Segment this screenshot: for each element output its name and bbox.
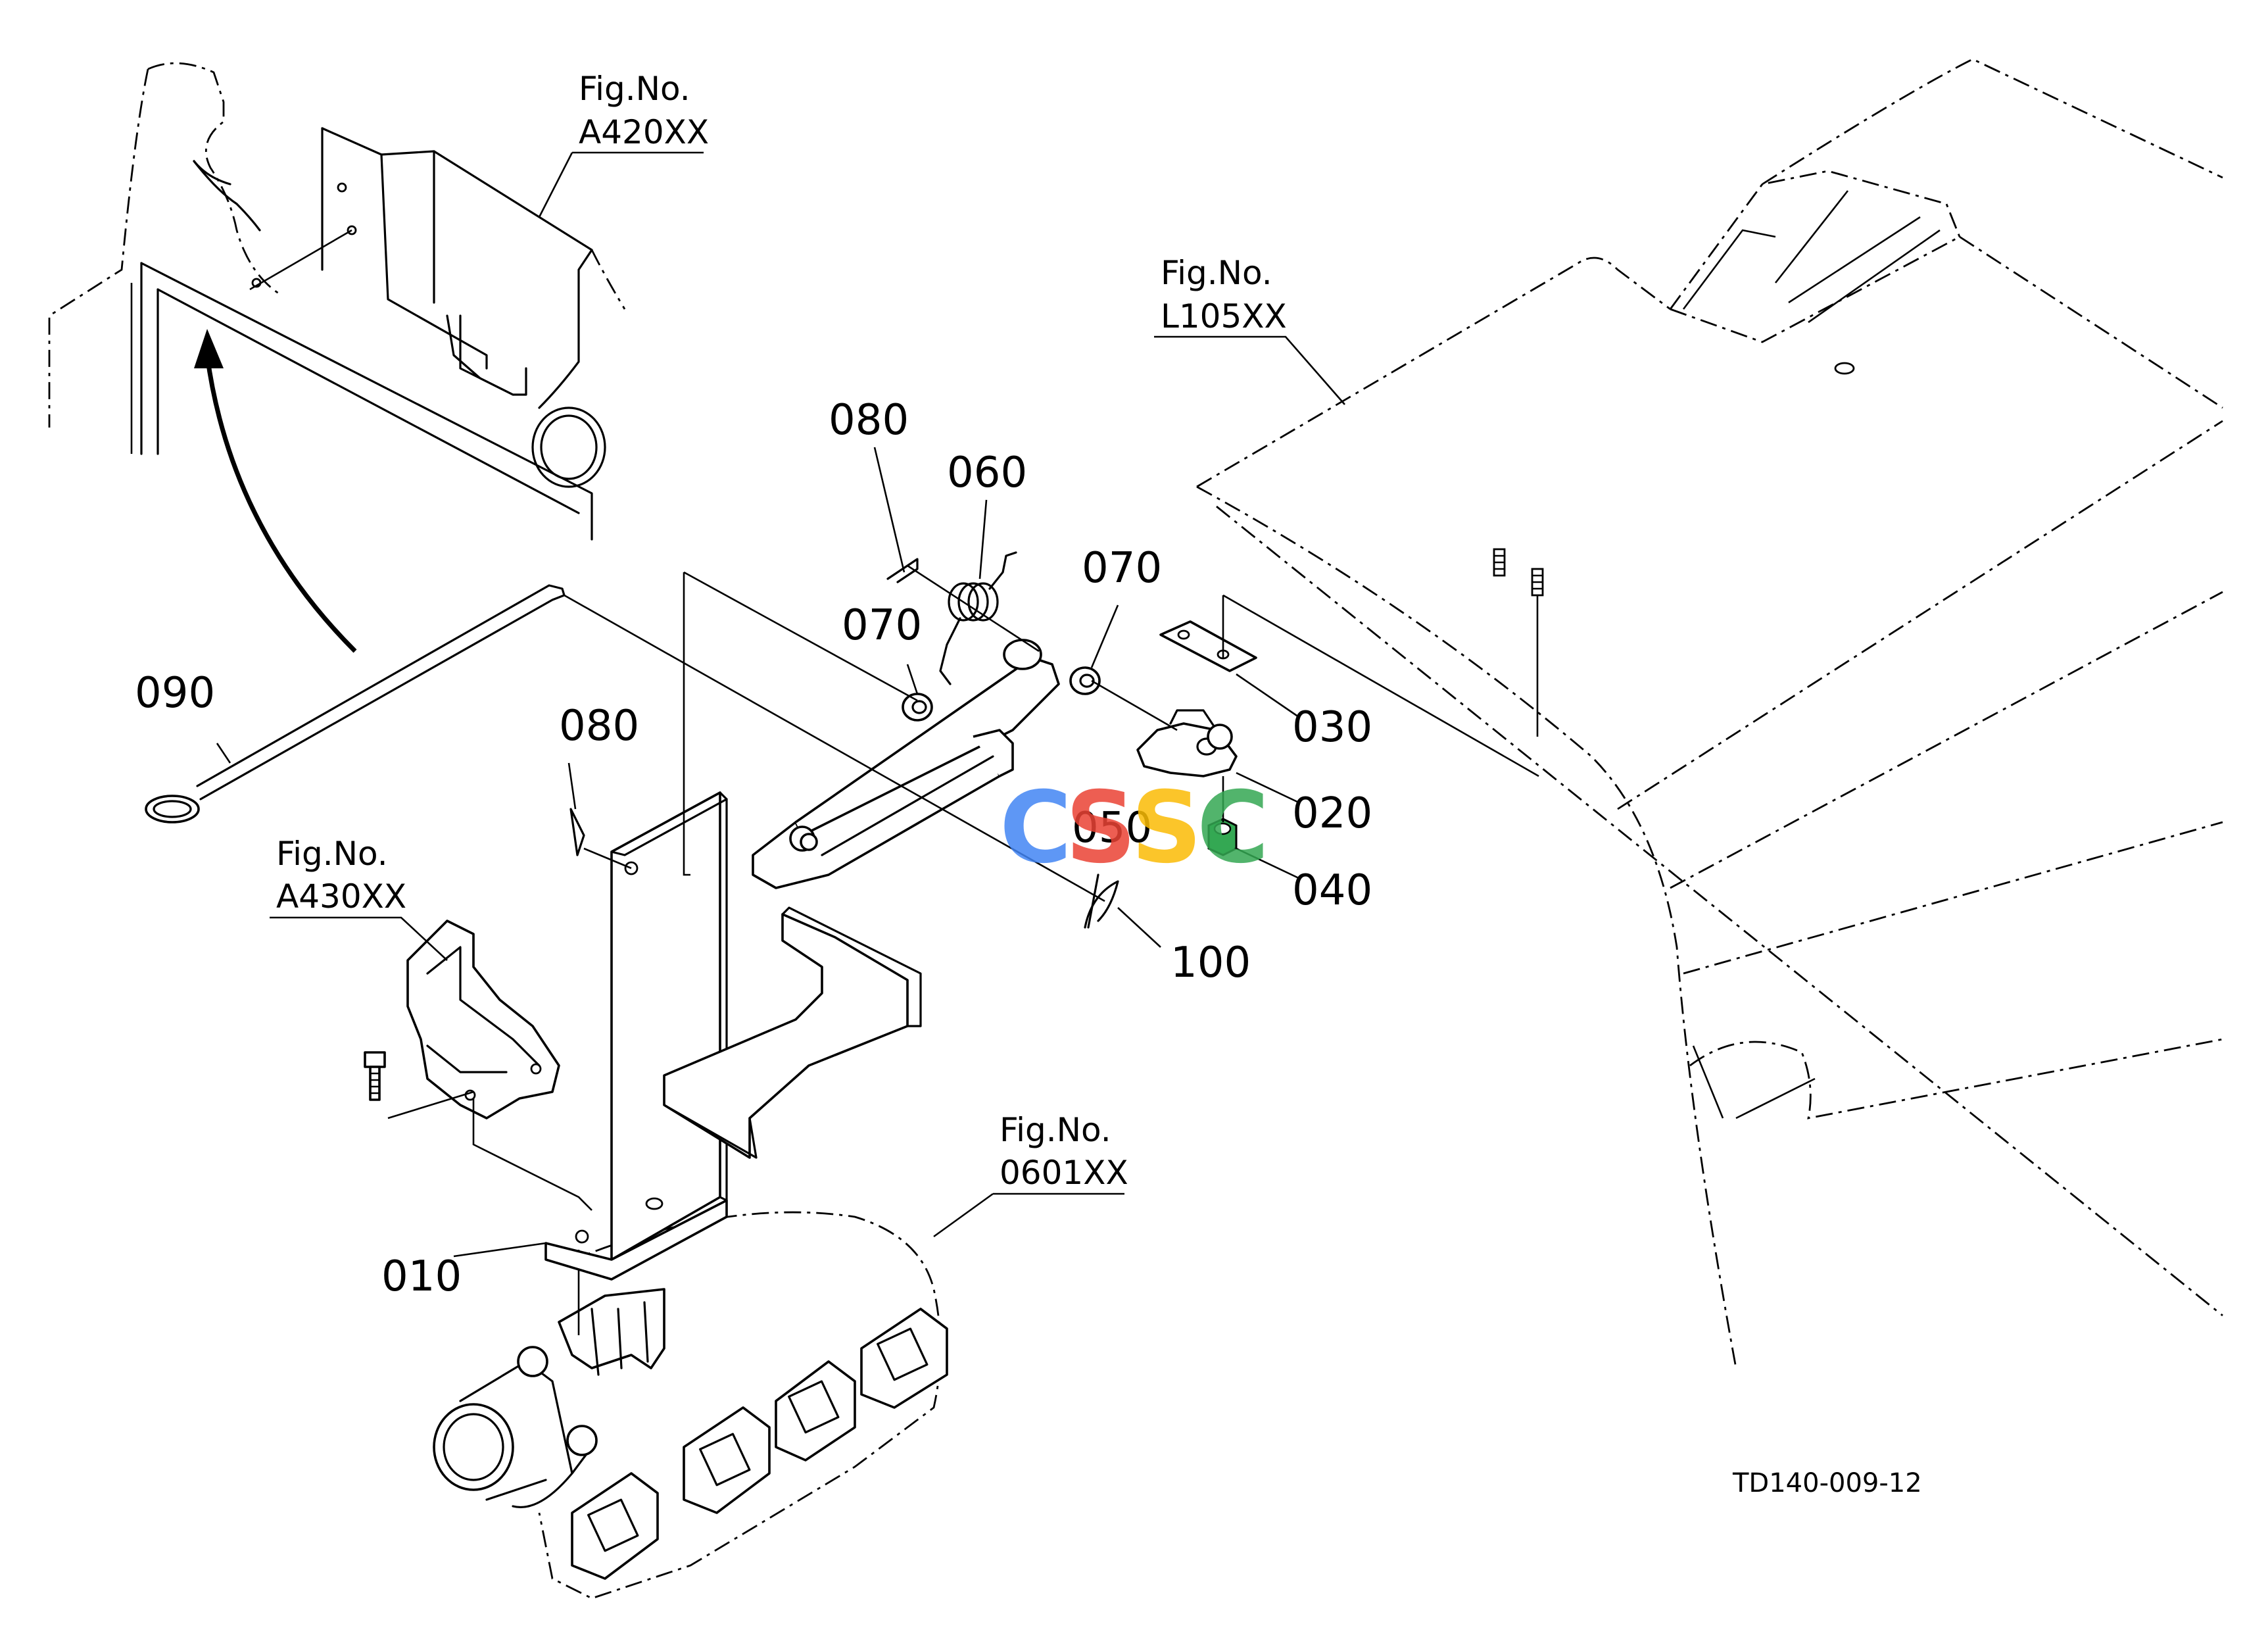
watermark-letter-2: S bbox=[1065, 771, 1136, 885]
bracket-a430-assembly bbox=[364, 920, 592, 1211]
drawing-code: TD140-009-12 bbox=[1732, 1468, 1922, 1498]
part-020-clamp bbox=[1136, 709, 1238, 777]
callout-070-left: 070 bbox=[842, 601, 922, 650]
fig-ref-a430: Fig.No. A430XX bbox=[270, 835, 448, 961]
callout-050: 050 bbox=[1072, 804, 1152, 852]
frame-a420-assembly bbox=[48, 62, 626, 541]
callout-080-left: 080 bbox=[559, 702, 639, 750]
part-070-washer-left bbox=[902, 693, 933, 722]
manifold-0601-assembly bbox=[433, 1211, 948, 1600]
fig-ref-l105-code: L105XX bbox=[1161, 297, 1287, 335]
watermark-letter-4: C bbox=[1197, 771, 1269, 885]
hood-l105-assembly bbox=[1196, 58, 2223, 1369]
part-030-plate bbox=[1159, 620, 1257, 672]
bolt-icon bbox=[1493, 548, 1544, 597]
callout-080-top: 080 bbox=[829, 396, 909, 445]
fig-ref-0601: Fig.No. 0601XX bbox=[933, 1111, 1128, 1238]
assembly-lines bbox=[564, 564, 1539, 902]
callout-060: 060 bbox=[947, 449, 1027, 497]
fig-ref-0601-code: 0601XX bbox=[1000, 1154, 1128, 1192]
exhaust-port-4 bbox=[860, 1308, 948, 1409]
fig-ref-l105-label: Fig.No. bbox=[1161, 254, 1272, 292]
part-010-bracket bbox=[453, 791, 922, 1281]
fig-ref-a420: Fig.No. A420XX bbox=[538, 70, 709, 218]
callout-100: 100 bbox=[1170, 939, 1251, 987]
part-100-clip bbox=[1084, 873, 1119, 929]
callout-leaders bbox=[216, 447, 1299, 948]
curved-arrow-icon bbox=[194, 329, 357, 653]
fig-ref-a430-label: Fig.No. bbox=[276, 835, 388, 873]
callout-030: 030 bbox=[1292, 703, 1372, 752]
part-070-washer-right bbox=[1069, 666, 1101, 695]
bolt-icon bbox=[364, 1051, 386, 1101]
part-080-pin-left bbox=[569, 808, 585, 856]
fig-ref-a420-code: A420XX bbox=[579, 113, 709, 151]
exhaust-port-2 bbox=[683, 1406, 771, 1514]
callout-070-right: 070 bbox=[1082, 544, 1162, 593]
watermark-letter-3: S bbox=[1131, 771, 1202, 885]
callout-040: 040 bbox=[1292, 866, 1372, 915]
callout-020: 020 bbox=[1292, 789, 1372, 838]
part-060-spring bbox=[939, 551, 1017, 685]
part-080-pin-top bbox=[886, 558, 919, 583]
fig-ref-a430-code: A430XX bbox=[276, 877, 406, 916]
callout-090: 090 bbox=[135, 669, 215, 718]
exhaust-port-1 bbox=[571, 1472, 659, 1580]
part-090-rod bbox=[145, 584, 566, 823]
fig-ref-l105: Fig.No. L105XX bbox=[1154, 254, 1345, 405]
callout-010: 010 bbox=[381, 1252, 462, 1301]
fig-ref-0601-label: Fig.No. bbox=[1000, 1111, 1111, 1149]
fig-ref-a420-label: Fig.No. bbox=[579, 70, 690, 108]
watermark-letter-1: C bbox=[1000, 771, 1072, 885]
watermark-logo: C S S C bbox=[1000, 771, 1269, 885]
exhaust-port-3 bbox=[775, 1360, 856, 1462]
